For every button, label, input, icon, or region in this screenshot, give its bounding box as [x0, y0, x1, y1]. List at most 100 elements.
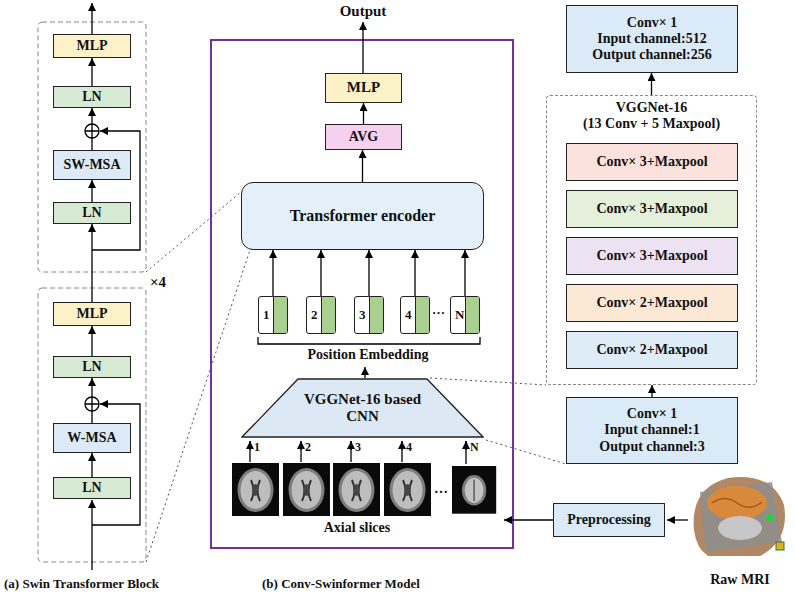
embedding-bar	[465, 297, 479, 333]
node-text: MLP	[76, 38, 107, 54]
node-text: (13 Conv + 5 Maxpool)	[583, 116, 720, 132]
node-text: MLP	[76, 306, 107, 322]
flow-arrow	[91, 180, 92, 202]
flow-arrow	[91, 224, 92, 302]
node-text: 1	[263, 308, 270, 323]
cnn-arrow	[364, 367, 365, 378]
ellipsis: …	[432, 303, 445, 318]
node-text: LN	[82, 359, 101, 375]
node-text: 2	[311, 308, 318, 323]
node-text: AVG	[349, 129, 378, 145]
conv-block: Conv× 3+Maxpool	[566, 143, 738, 181]
process-box: Preprocessing	[553, 503, 665, 537]
mlp-box: MLP	[53, 34, 131, 58]
embedding-bar	[415, 297, 429, 333]
brain-surface	[707, 486, 767, 520]
node-text: Conv× 1	[627, 406, 677, 422]
node-text: Transformer encoder	[290, 207, 436, 225]
brain-slice	[384, 463, 431, 516]
slice-arrow	[350, 441, 351, 450]
token-box: 4	[400, 296, 430, 334]
encoder-box: Transformer encoder	[241, 182, 484, 250]
slice-number: 4	[406, 441, 412, 455]
embedding-bar	[273, 297, 287, 333]
node-text: Output channel:256	[592, 47, 711, 63]
token-box: 3	[354, 296, 384, 334]
attention-box: W-MSA	[53, 423, 131, 453]
brain-section	[718, 516, 762, 540]
flow-arrow	[667, 519, 688, 520]
node-text: Input channel:1	[604, 422, 699, 438]
slice-number: 3	[355, 441, 361, 455]
token-box: 1	[258, 296, 288, 334]
node-text: VGGNet-16 based CNN	[293, 391, 433, 426]
brain-tissue	[465, 478, 484, 503]
output-arrow	[91, 3, 92, 34]
slices-label: Axial slices	[324, 520, 391, 536]
node-text: VGGNet-16	[616, 100, 688, 116]
conv-box: Conv× 1Input channel:512Output channel:2…	[566, 5, 738, 73]
flow-arrow	[91, 326, 92, 356]
node-text: LN	[82, 205, 101, 221]
ellipsis: …	[434, 481, 448, 497]
zoom-line	[146, 192, 241, 272]
flow-arrow	[363, 103, 364, 124]
flow-arrow	[414, 250, 415, 296]
brain-gyrus	[712, 499, 762, 508]
brain-slice	[283, 463, 330, 516]
node-text: LN	[82, 89, 101, 105]
flow-arrow	[362, 150, 363, 182]
output-label: Output	[340, 3, 387, 20]
embedding-bar	[321, 297, 335, 333]
conv-block: Conv× 2+Maxpool	[566, 331, 738, 369]
residual-line	[92, 131, 140, 250]
brain-slice	[333, 463, 380, 516]
zoom-line	[430, 378, 546, 385]
brain-slice	[232, 463, 279, 516]
slice-plane	[700, 482, 782, 552]
slice-arrow	[465, 441, 466, 450]
avg-box: AVG	[325, 124, 402, 150]
node-text: Conv× 3+Maxpool	[596, 154, 707, 170]
orientation-cube	[776, 542, 784, 550]
cnn-trapezoid: VGGNet-16 based CNN	[241, 378, 484, 438]
node-text: SW-MSA	[63, 157, 120, 173]
flow-arrow	[504, 519, 553, 520]
slice-arrow	[250, 441, 466, 464]
add-symbol	[85, 124, 99, 138]
add-cross	[85, 397, 99, 411]
node-text: W-MSA	[67, 430, 116, 446]
marker-dot	[766, 514, 774, 522]
model-frame	[211, 40, 513, 548]
slice-arrow	[249, 441, 250, 450]
token-box: 2	[306, 296, 336, 334]
flow-arrow	[651, 73, 652, 95]
add-cross	[85, 124, 99, 138]
bracket	[258, 337, 480, 344]
input-arrow	[91, 500, 92, 570]
conv-block: Conv× 2+Maxpool	[566, 284, 738, 322]
norm-box: LN	[53, 86, 131, 108]
repeat-label: ×4	[150, 274, 166, 291]
add-circle	[85, 124, 99, 138]
conv-block: Conv× 3+Maxpool	[566, 237, 738, 275]
flow-arrow	[651, 385, 652, 397]
node-text: 3	[359, 308, 366, 323]
node-text: MLP	[347, 79, 380, 96]
node-text: Conv× 1	[627, 15, 677, 31]
flow-arrow	[320, 250, 321, 296]
panel-caption: (b) Conv-Swinformer Model	[262, 577, 420, 592]
node-text: LN	[82, 480, 101, 496]
slice-number: 2	[305, 441, 311, 455]
flow-arrow	[368, 250, 369, 296]
node-text: Preprocessing	[567, 512, 650, 528]
node-text: Input channel:512	[597, 31, 706, 47]
head-shape	[694, 477, 785, 556]
node-text: Conv× 2+Maxpool	[596, 295, 707, 311]
vgg-group: VGGNet-16(13 Conv + 5 Maxpool) Conv× 3+Ma…	[546, 95, 757, 385]
conv-block: Conv× 3+Maxpool	[566, 190, 738, 228]
flow-arrow	[91, 453, 92, 477]
node-text: Conv× 3+Maxpool	[596, 248, 707, 264]
norm-box: LN	[53, 202, 131, 224]
